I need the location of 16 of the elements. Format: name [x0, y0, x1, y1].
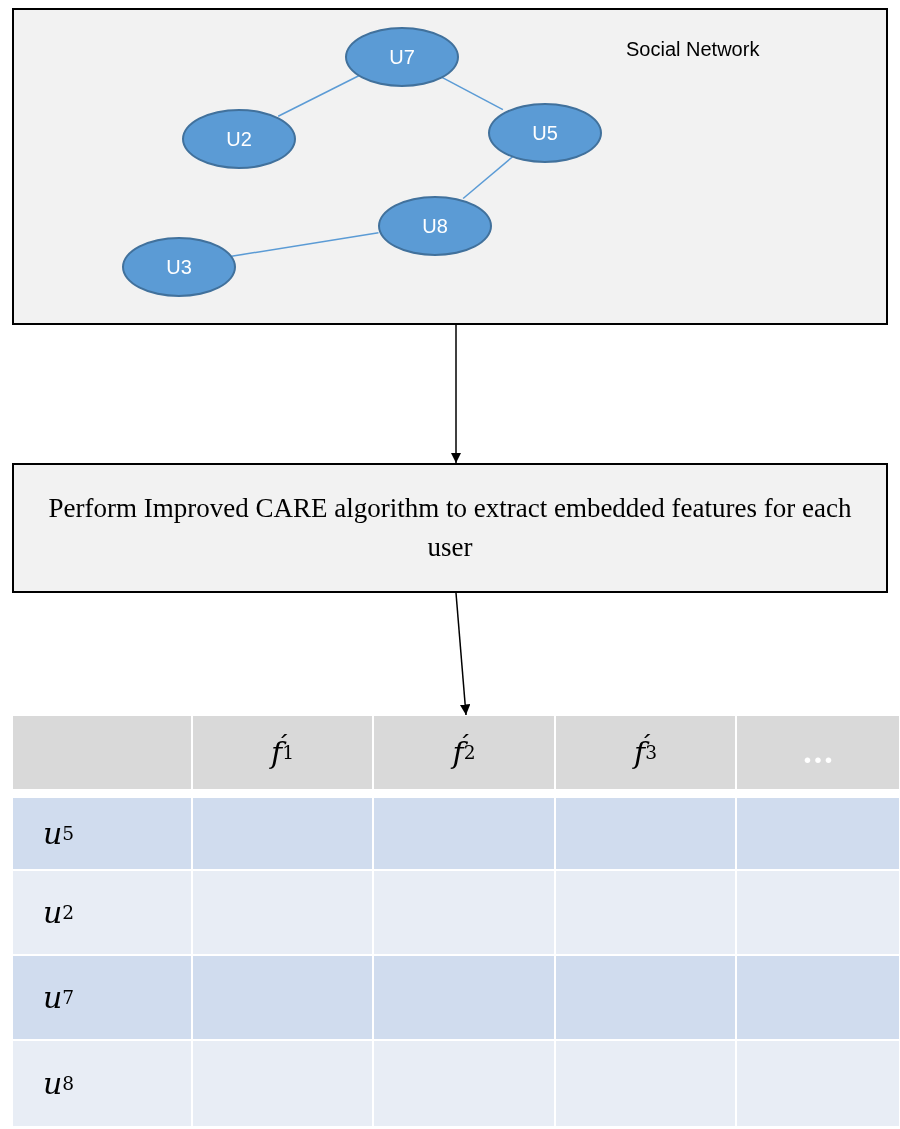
- connection-line: [462, 155, 514, 200]
- panel-title: Social Network: [626, 38, 760, 61]
- arrow: [450, 324, 462, 464]
- feature-table: [12, 715, 900, 1127]
- node-label: U5: [532, 121, 558, 145]
- node-label: U2: [226, 127, 252, 151]
- connection-line: [277, 75, 360, 117]
- arrow: [455, 592, 471, 716]
- table-cell: ...: [736, 715, 900, 790]
- node-label: U7: [389, 45, 415, 69]
- node-label: U8: [422, 214, 448, 238]
- connection-line: [230, 232, 380, 257]
- process-text: Perform Improved CARE algorithm to extract embedded features for each user: [47, 491, 853, 564]
- node-label: U3: [166, 255, 192, 279]
- process-box: [12, 463, 888, 593]
- network-panel: [12, 8, 888, 325]
